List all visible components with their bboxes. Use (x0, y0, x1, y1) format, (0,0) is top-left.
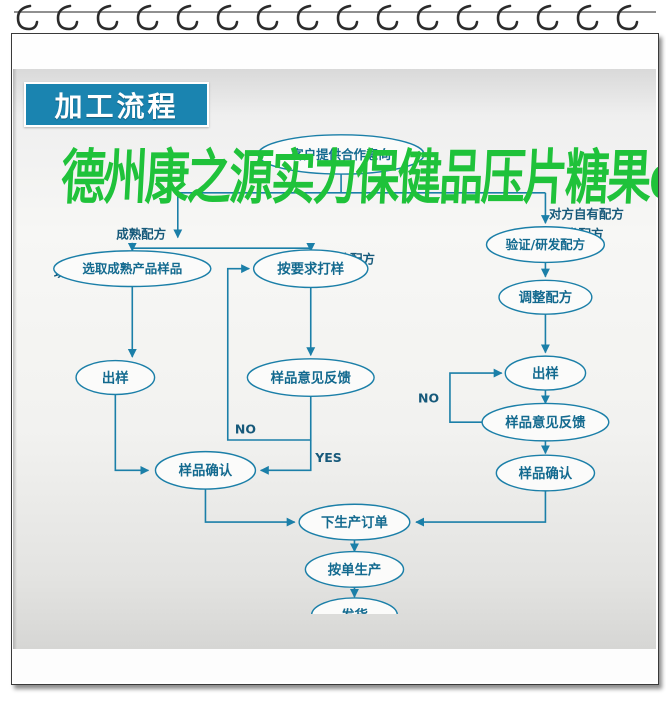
node-label: 客户提供合作意向 (290, 147, 391, 162)
node-output-sample-right: 出样 (504, 355, 587, 391)
node-place-order: 下生产订单 (298, 503, 411, 541)
paper-sheet: 客户提供合作意向 成熟配方 现有产品 修改配方 (11, 33, 659, 685)
node-label: 按要求打样 (277, 261, 344, 278)
node-output-sample-left: 出样 (75, 359, 156, 396)
edge-label-no-mid: NO (235, 422, 256, 437)
node-label: 样品确认 (179, 462, 233, 479)
node-sample-on-request: 按要求打样 (252, 249, 369, 289)
edge-label-own-formula-1: 对方自有配方 (549, 207, 624, 222)
node-sample-feedback-mid: 样品意见反馈 (246, 358, 375, 397)
edge-label-mature-formula: 成熟配方 (116, 226, 166, 241)
node-start: 客户提供合作意向 (257, 134, 425, 175)
title-banner: 加工流程 (24, 82, 209, 127)
node-label: 调整配方 (519, 289, 573, 306)
edge-label-no-right: NO (418, 390, 439, 405)
node-label: 下生产订单 (321, 514, 388, 531)
node-sample-confirm-right: 样品确认 (495, 454, 596, 492)
page-title: 加工流程 (54, 89, 179, 123)
spiral-binding-icon (14, 4, 656, 31)
node-label: 样品确认 (519, 465, 573, 482)
node-verify-formula: 验证/研发配方 (485, 226, 606, 264)
node-label: 按单生产 (328, 561, 382, 578)
node-label: 验证/研发配方 (506, 237, 585, 252)
process-flowchart: 客户提供合作意向 成熟配方 现有产品 修改配方 (53, 134, 624, 614)
node-sample-confirm-left: 样品确认 (154, 450, 257, 490)
node-label: 选取成熟产品样品 (82, 261, 182, 276)
sheet-top-strip (13, 35, 656, 69)
node-label: 出样 (532, 365, 559, 382)
node-label: 发货 (340, 607, 368, 614)
node-produce-by-order: 按单生产 (304, 550, 405, 588)
node-adjust-formula: 调整配方 (498, 279, 593, 315)
node-label: 样品意见反馈 (505, 414, 586, 431)
sheet-bottom-strip (13, 649, 656, 682)
node-label: 样品意见反馈 (271, 369, 352, 386)
node-label: 出样 (102, 369, 129, 386)
edge-label-yes-mid: YES (314, 450, 342, 465)
node-shipment: 发货 (310, 597, 398, 614)
node-pick-sample: 选取成熟产品样品 (53, 250, 212, 288)
node-sample-feedback-right: 样品意见反馈 (481, 402, 610, 442)
